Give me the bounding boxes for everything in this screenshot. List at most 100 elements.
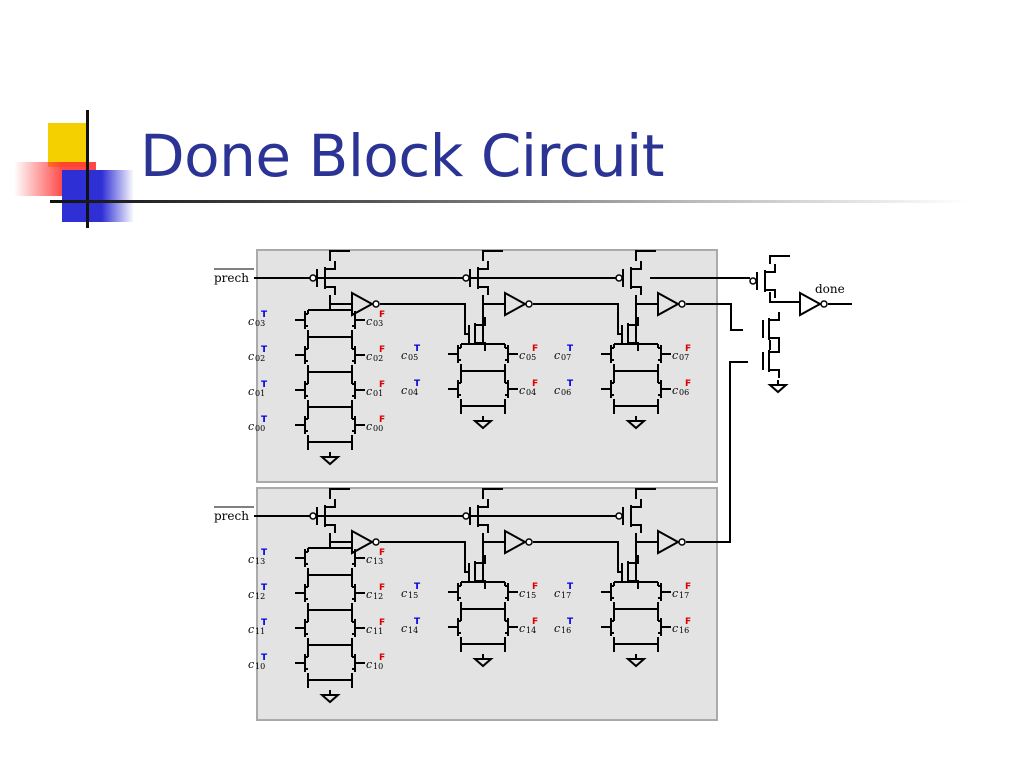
block-0-col-2-input-07-false: c bbox=[672, 349, 678, 362]
block-1-col-0-input-13-false-index: 13 bbox=[373, 557, 383, 566]
block-0-col-0-input-01-false-index: 01 bbox=[373, 389, 383, 398]
block-1-col-2-input-17-true: c bbox=[554, 587, 560, 600]
block-1-col-0-input-12-true: c bbox=[248, 588, 254, 601]
block-1-col-1-precharge-pmos-bubble bbox=[462, 512, 470, 520]
block-0-col-1-input-05-true: c bbox=[401, 349, 407, 362]
block-1-col-2-input-17-false-index: 17 bbox=[679, 591, 689, 600]
block-1-col-2-vdd bbox=[635, 488, 656, 499]
block-0-col-2-input-06-false-mark: F bbox=[685, 379, 691, 389]
block-1-col-0-precharge-pmos-bubble bbox=[309, 512, 317, 520]
block-1-col-0-input-10-false: c bbox=[366, 658, 372, 671]
block-0-col-0-input-02-false: c bbox=[366, 350, 372, 363]
block-0-col-0-input-00-false: c bbox=[366, 420, 372, 433]
block-0-col-2-input-07-true-mark: T bbox=[567, 344, 574, 354]
circuit-panels bbox=[256, 249, 718, 721]
block-0-col-0-input-02-false-mark: F bbox=[379, 345, 385, 355]
block-1-col-0-vdd bbox=[329, 488, 350, 499]
block-0-col-1-input-04-false-index: 04 bbox=[526, 388, 536, 397]
block-0-col-0-precharge-pmos-bubble bbox=[309, 274, 317, 282]
block-1-col-0-input-13-false: c bbox=[366, 553, 372, 566]
block-0-col-0-inverter bbox=[351, 291, 375, 317]
block-1-col-2-input-16-false: c bbox=[672, 622, 678, 635]
block-0-col-1-precharge-pmos bbox=[469, 261, 489, 295]
block-1-col-1-input-14-false-index: 14 bbox=[526, 626, 536, 635]
block-0-col-1-input-04-false: c bbox=[519, 384, 525, 397]
block-1-col-0-inverter bbox=[351, 529, 375, 555]
block-1-col-1-ground bbox=[472, 654, 494, 668]
block-0-col-2-inverter-bubble bbox=[678, 300, 686, 308]
block-1-col-2-row-0-t-channel bbox=[611, 585, 614, 599]
block-0-col-0-row-2-f-channel bbox=[352, 383, 355, 397]
block-0-col-1-row-1-f-channel bbox=[505, 382, 508, 396]
block-1-col-2-input-17-false: c bbox=[672, 587, 678, 600]
block-0-col-1-input-05-false-index: 05 bbox=[526, 353, 536, 362]
done-precharge-pmos bbox=[756, 264, 776, 298]
block-1-col-1-input-14-true-index: 14 bbox=[408, 626, 418, 635]
block-0-col-0-row-0-t-channel bbox=[305, 313, 308, 327]
block-0-col-2-input-07-true: c bbox=[554, 349, 560, 362]
block-1-col-0-input-12-false-mark: F bbox=[379, 583, 385, 593]
block-1-col-1-input-15-true-index: 15 bbox=[408, 591, 418, 600]
title-underline bbox=[50, 200, 970, 203]
block-0-col-0-row-2-t-channel bbox=[305, 383, 308, 397]
block-0-col-1-precharge-pmos-bubble bbox=[462, 274, 470, 282]
block-0-col-1-row-1-t-channel bbox=[458, 382, 461, 396]
block-0-col-0-input-01-false: c bbox=[366, 385, 372, 398]
block-0-col-0-input-02-true: c bbox=[248, 350, 254, 363]
block-0-col-2-precharge-pmos bbox=[622, 261, 642, 295]
block-1-col-0-row-1-t-channel bbox=[305, 586, 308, 600]
done-ground bbox=[767, 380, 789, 394]
block-0-col-0-row-3-t-channel bbox=[305, 418, 308, 432]
done-nmos-1 bbox=[762, 312, 780, 346]
done-inverter-bubble bbox=[820, 300, 828, 308]
block-1-col-0-inverter-bubble bbox=[372, 538, 380, 546]
block-1-col-1-inverter-bubble bbox=[525, 538, 533, 546]
block-1-col-0-input-10-true-mark: T bbox=[261, 653, 268, 663]
block-1-col-2-out-to-done bbox=[686, 361, 748, 543]
block-1-col-1-row-0-t-channel bbox=[458, 585, 461, 599]
done-precharge-pmos-bubble bbox=[749, 277, 757, 285]
block-0-col-2-inverter bbox=[657, 291, 681, 317]
block-0-col-0-input-02-true-mark: T bbox=[261, 345, 268, 355]
block-0-col-2-ground bbox=[625, 416, 647, 430]
block-1-col-2-inverter bbox=[657, 529, 681, 555]
block-1-col-0-input-13-false-mark: F bbox=[379, 548, 385, 558]
block-0-col-0-input-03-false-mark: F bbox=[379, 310, 385, 320]
block-1-col-0-row-3-f-channel bbox=[352, 656, 355, 670]
block-0-col-0-row-1-t-channel bbox=[305, 348, 308, 362]
block-1-col-0-input-12-false-index: 12 bbox=[373, 592, 383, 601]
block-1-col-0-input-10-true: c bbox=[248, 658, 254, 671]
block-1-col-0-input-13-true: c bbox=[248, 553, 254, 566]
block-1-col-1-input-14-true-mark: T bbox=[414, 617, 421, 627]
block-1-prech-label: prech bbox=[214, 509, 249, 523]
block-0-col-2-row-0-f-channel bbox=[658, 347, 661, 361]
block-0-col-1-input-05-false-mark: F bbox=[532, 344, 538, 354]
block-0-col-0-input-03-true: c bbox=[248, 315, 254, 328]
block-0-col-0-row-1-f-channel bbox=[352, 348, 355, 362]
block-0-col-2-input-06-false-index: 06 bbox=[679, 388, 689, 397]
block-1-col-1-vdd bbox=[482, 488, 503, 499]
block-1-col-0-input-11-true: c bbox=[248, 623, 254, 636]
block-0-col-0-input-03-true-mark: T bbox=[261, 310, 268, 320]
block-1-col-2-precharge-pmos-bubble bbox=[615, 512, 623, 520]
block-1-col-2-input-16-false-mark: F bbox=[685, 617, 691, 627]
block-0-col-2-input-06-true: c bbox=[554, 384, 560, 397]
block-1-col-0-row-0-f-channel bbox=[352, 551, 355, 565]
block-1-col-0-input-11-true-mark: T bbox=[261, 618, 268, 628]
block-1-col-1-input-15-false-index: 15 bbox=[526, 591, 536, 600]
block-0-col-0-row-3-f-channel bbox=[352, 418, 355, 432]
block-0-col-0-input-00-true-index: 00 bbox=[255, 424, 265, 433]
block-1-col-1-row-0-f-channel bbox=[505, 585, 508, 599]
block-1-col-0-out-wire bbox=[380, 541, 469, 573]
block-0-col-1-input-04-true-index: 04 bbox=[408, 388, 418, 397]
block-1-col-0-precharge-pmos bbox=[316, 499, 336, 533]
block-1-col-2-input-17-false-mark: F bbox=[685, 582, 691, 592]
block-0-col-2-input-07-true-index: 07 bbox=[561, 353, 571, 362]
block-1-col-2-input-17-true-index: 17 bbox=[561, 591, 571, 600]
block-0-col-2-row-1-t-channel bbox=[611, 382, 614, 396]
block-0-col-2-precharge-pmos-bubble bbox=[615, 274, 623, 282]
done-inverter bbox=[799, 291, 823, 317]
block-0-prech-label: prech bbox=[214, 271, 249, 285]
block-0-col-0-input-01-true-mark: T bbox=[261, 380, 268, 390]
